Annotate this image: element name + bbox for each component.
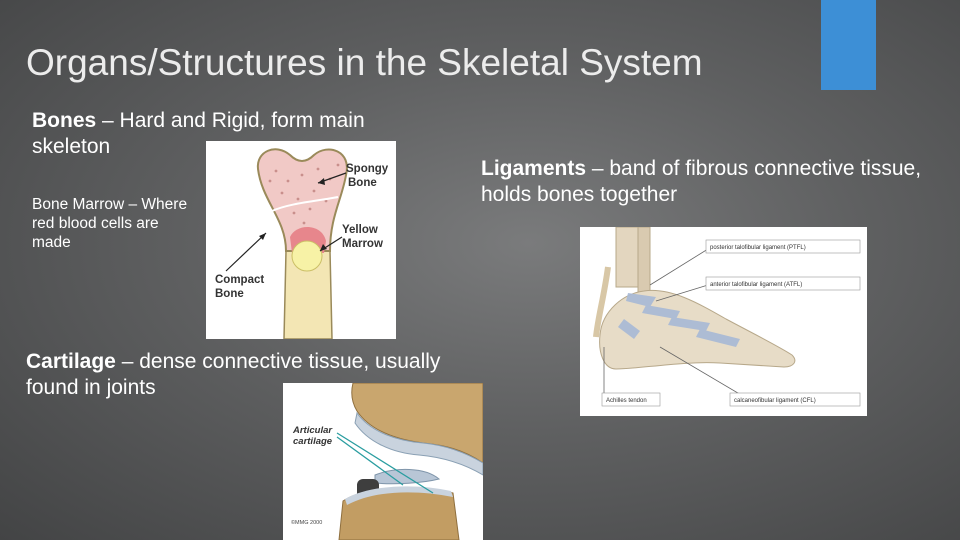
bone-marrow-text: Bone Marrow – Where red blood cells are …	[32, 196, 188, 251]
bones-term: Bones	[32, 109, 97, 132]
articular-cartilage-label-line2: cartilage	[293, 436, 333, 447]
atfl-label: anterior talofibular ligament (ATFL)	[710, 282, 802, 288]
cartilage-description: – dense connective tissue, usually found…	[26, 350, 441, 399]
cartilage-term: Cartilage	[26, 350, 116, 373]
foot-ligament-diagram: posterior talofibular ligament (PTFL) an…	[580, 227, 867, 416]
cartilage-credit: ©MMG 2000	[291, 519, 322, 526]
ligaments-term: Ligaments	[481, 157, 587, 180]
articular-cartilage-label-line1: Articular	[292, 425, 333, 436]
achilles-label: Achilles tendon	[606, 398, 647, 404]
yellow-marrow-label-line2: Marrow	[342, 238, 383, 250]
ligaments-text: Ligaments – band of fibrous connective t…	[481, 156, 931, 207]
spongy-bone-label-line1: Spongy	[346, 163, 389, 175]
cartilage-text: Cartilage – dense connective tissue, usu…	[26, 349, 446, 400]
compact-bone-label-line1: Compact	[215, 274, 264, 286]
bones-text: Bones – Hard and Rigid, form main skelet…	[32, 108, 372, 159]
spongy-bone-label-line2: Bone	[348, 177, 377, 189]
bone-diagram: Spongy Bone Yellow Marrow Compact Bone	[206, 141, 396, 339]
compact-bone-label-line2: Bone	[215, 288, 244, 300]
bones-description: – Hard and Rigid, form main skeleton	[32, 109, 365, 158]
accent-bar	[821, 0, 876, 90]
ligaments-description: – band of fibrous connective tissue, hol…	[481, 157, 922, 206]
cfl-label: calcaneofibular ligament (CFL)	[734, 398, 816, 404]
cartilage-diagram: Articular cartilage ©MMG 2000	[283, 383, 483, 540]
ptfl-label: posterior talofibular ligament (PTFL)	[710, 245, 806, 251]
yellow-marrow-label-line1: Yellow	[342, 224, 378, 236]
slide-title: Organs/Structures in the Skeletal System	[26, 42, 703, 83]
